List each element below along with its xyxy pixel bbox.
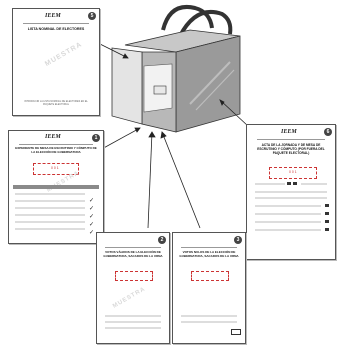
ieem-logo: IEEM xyxy=(281,129,297,135)
document-1-expediente: 1 IEEM EXPEDIENTE DE MESA DE ESCRUTINIO … xyxy=(8,130,104,244)
form-row xyxy=(181,321,237,323)
form-box xyxy=(231,329,241,335)
checklist-row xyxy=(15,207,85,209)
form-box xyxy=(325,204,329,207)
checklist-header xyxy=(13,185,99,189)
document-5-lista-nominal: 5 IEEM LISTA NOMINAL DE ELECTORES MUESTR… xyxy=(12,8,100,116)
document-2-votos-validos: 2 VOTOS VÁLIDOS DE LA ELECCIÓN DE GUBERN… xyxy=(96,232,170,344)
checklist-row xyxy=(15,193,85,195)
document-title: VOTOS NULOS DE LA ELECCIÓN DE GUBERNATUR… xyxy=(179,250,239,258)
form-box xyxy=(287,182,291,185)
form-row xyxy=(105,327,161,329)
form-box xyxy=(325,228,329,231)
checklist-row xyxy=(15,214,85,216)
form-row xyxy=(255,191,327,193)
ieem-logo: IEEM xyxy=(45,13,61,19)
folio-box xyxy=(115,271,153,281)
divider xyxy=(23,23,89,24)
divider xyxy=(105,247,161,248)
checkmark-icon: ✓ xyxy=(89,222,95,228)
divider xyxy=(181,247,237,248)
document-number-badge: 6 xyxy=(324,128,332,136)
arrow-to-doc-2 xyxy=(147,131,153,229)
document-title: EXPEDIENTE DE MESA DE ESCRUTINIO Y CÓMPU… xyxy=(15,146,97,154)
form-row xyxy=(105,321,161,323)
form-row xyxy=(255,229,321,231)
document-number-badge: 3 xyxy=(234,236,242,244)
form-row xyxy=(255,183,285,185)
form-box xyxy=(293,182,297,185)
box-side-mark xyxy=(195,69,235,111)
box-label-tab xyxy=(153,85,167,95)
divider xyxy=(257,139,325,140)
checklist-row xyxy=(15,221,85,223)
form-row xyxy=(105,315,161,317)
box-handle-back xyxy=(161,5,214,31)
checklist-row xyxy=(15,228,85,230)
watermark: MUESTRA xyxy=(111,286,147,310)
document-number-badge: 1 xyxy=(92,134,100,142)
ieem-logo: IEEM xyxy=(45,134,61,140)
arrow-to-doc-1 xyxy=(99,127,141,151)
arrowhead xyxy=(122,53,129,59)
box-flap-left xyxy=(111,47,143,125)
box-side-mark xyxy=(189,61,231,105)
folio-box xyxy=(33,163,79,175)
document-title: LISTA NOMINAL DE ELECTORES xyxy=(27,27,85,31)
arrow-to-doc-6 xyxy=(219,99,249,127)
arrow-to-doc-5 xyxy=(95,41,129,59)
arrowhead xyxy=(148,131,156,138)
document-3-votos-nulos: 3 VOTOS NULOS DE LA ELECCIÓN DE GUBERNAT… xyxy=(172,232,246,344)
form-row xyxy=(301,183,327,185)
checkmark-icon: ✓ xyxy=(89,214,95,220)
form-box xyxy=(325,220,329,223)
form-row xyxy=(255,205,321,207)
checkmark-icon: ✓ xyxy=(89,206,95,212)
form-row xyxy=(255,221,321,223)
watermark: MUESTRA xyxy=(44,41,84,68)
arrow-to-doc-3 xyxy=(161,131,201,229)
form-row xyxy=(255,213,321,215)
checkmark-icon: ✓ xyxy=(89,198,95,204)
box-handle-front xyxy=(178,10,233,37)
arrowhead xyxy=(160,131,167,139)
document-6-acta: 6 IEEM ACTA DE LA JORNADA Y DE MESA DE E… xyxy=(246,124,336,260)
document-footer: INTRODUCIR LA LISTA NOMINAL DE ELECTORES… xyxy=(24,100,88,106)
folio-box xyxy=(191,271,229,281)
form-row xyxy=(255,197,327,199)
folio-number: 001 xyxy=(289,170,298,174)
document-title: VOTOS VÁLIDOS DE LA ELECCIÓN DE GUBERNAT… xyxy=(103,250,163,258)
document-title: ACTA DE LA JORNADA Y DE MESA DE ESCRUTIN… xyxy=(257,143,325,155)
form-row xyxy=(181,315,237,317)
arrowhead xyxy=(219,99,225,106)
document-number-badge: 2 xyxy=(158,236,166,244)
document-number-badge: 5 xyxy=(88,12,96,20)
form-box xyxy=(325,212,329,215)
arrowhead xyxy=(134,127,141,133)
folio-number: 001 xyxy=(51,166,60,170)
checklist-row xyxy=(15,200,85,202)
folio-box xyxy=(269,167,317,179)
checkmark-icon: ✓ xyxy=(89,230,95,236)
divider xyxy=(19,144,93,145)
